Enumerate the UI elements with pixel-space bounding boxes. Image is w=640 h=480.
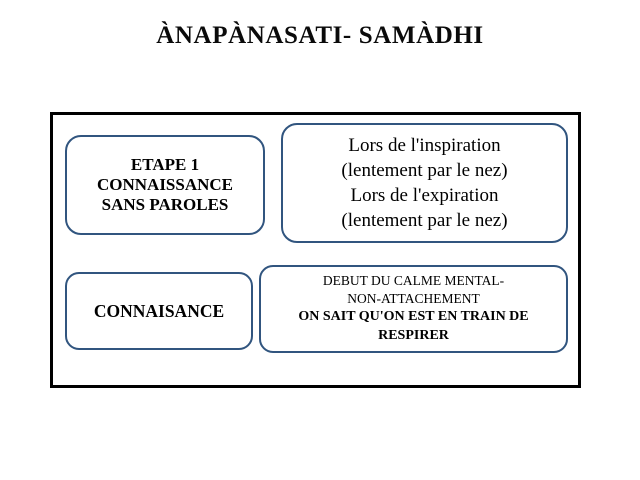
node-etape1-line-1: ETAPE 1 bbox=[130, 154, 200, 174]
node-calme-mental[interactable]: DEBUT DU CALME MENTAL- NON-ATTACHEMENT O… bbox=[259, 265, 568, 353]
node-breathing-line-3: Lors de l'expiration bbox=[350, 185, 499, 206]
node-calme-line-1: DEBUT DU CALME MENTAL- bbox=[322, 272, 505, 288]
node-connaisance-text: CONNAISANCE bbox=[94, 301, 224, 322]
node-breathing-instructions-text: Lors de l'inspiration (lentement par le … bbox=[341, 133, 507, 233]
node-breathing-line-1: Lors de l'inspiration bbox=[348, 134, 501, 156]
diagram-outer-frame: ETAPE 1 CONNAISSANCE SANS PAROLES Lors d… bbox=[50, 112, 581, 388]
node-etape1-line-2: CONNAISSANCE bbox=[96, 174, 234, 194]
node-etape1-line-3: SANS PAROLES bbox=[101, 195, 229, 215]
node-breathing-instructions[interactable]: Lors de l'inspiration (lentement par le … bbox=[281, 123, 568, 243]
node-calme-line-2: NON-ATTACHEMENT bbox=[347, 291, 480, 307]
node-connaisance[interactable]: CONNAISANCE bbox=[65, 272, 253, 350]
node-connaisance-line-1: CONNAISANCE bbox=[93, 300, 225, 321]
node-calme-mental-text: DEBUT DU CALME MENTAL- NON-ATTACHEMENT O… bbox=[298, 272, 528, 346]
node-etape1-text: ETAPE 1 CONNAISSANCE SANS PAROLES bbox=[97, 155, 233, 215]
node-calme-line-3: ON SAIT QU'ON EST EN TRAIN DE bbox=[298, 309, 529, 325]
node-breathing-line-4: (lentement par le nez) bbox=[341, 210, 508, 232]
node-etape1[interactable]: ETAPE 1 CONNAISSANCE SANS PAROLES bbox=[65, 135, 265, 235]
page-title: ÀNAPÀNASATI- SAMÀDHI bbox=[156, 22, 484, 49]
node-breathing-line-2: (lentement par le nez) bbox=[341, 159, 508, 181]
node-calme-line-4: RESPIRER bbox=[378, 328, 449, 344]
